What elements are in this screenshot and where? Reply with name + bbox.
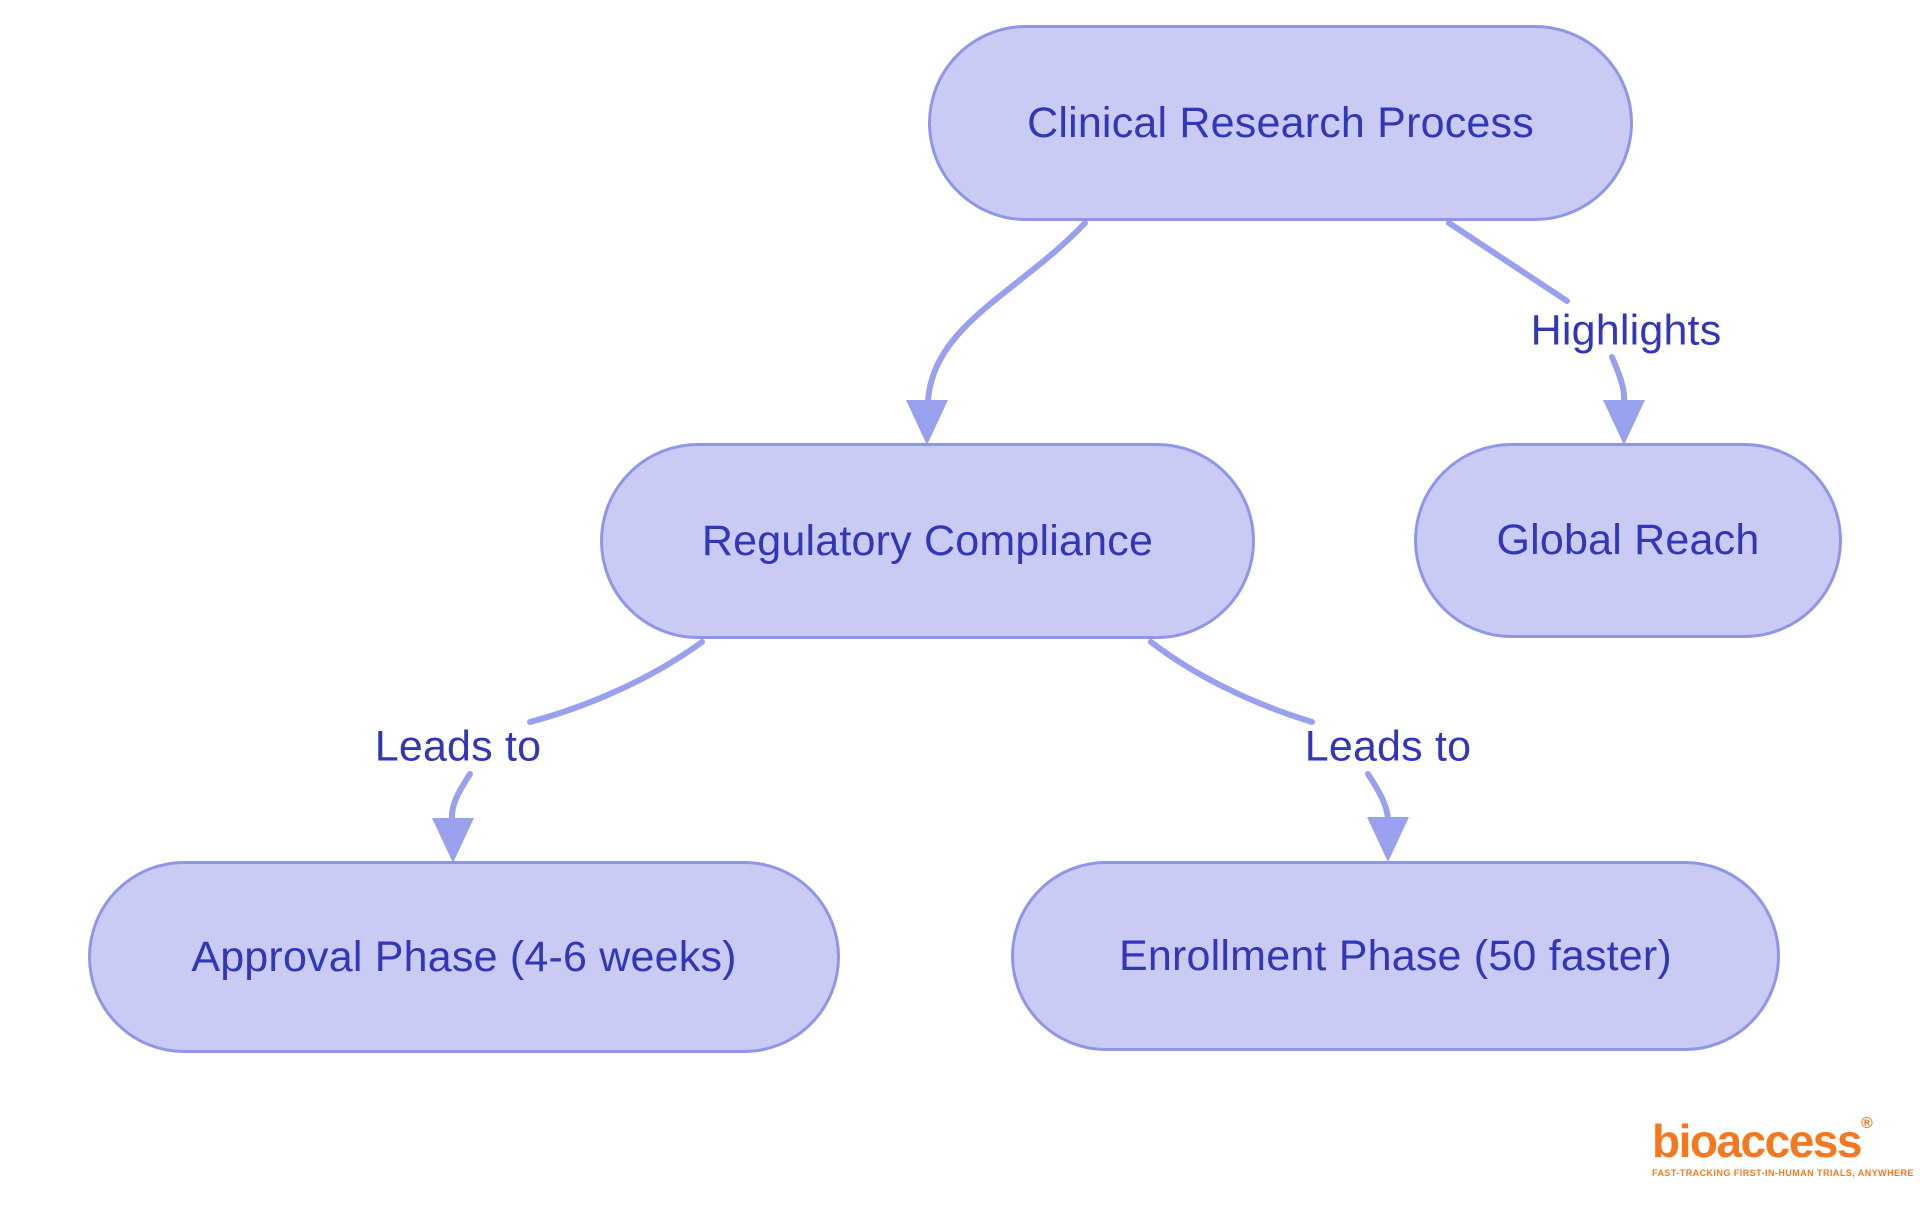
arrowhead-regulatory-icon — [906, 400, 948, 445]
edge-highlights-to-global — [1609, 354, 1628, 405]
edge-clinical-to-highlights — [1446, 220, 1570, 304]
registered-trademark-icon: ® — [1860, 1115, 1873, 1132]
edge-clinical-to-regulatory — [925, 220, 1088, 405]
edge-label-highlights: Highlights — [1530, 306, 1722, 355]
node-approval-label: Approval Phase (4-6 weeks) — [191, 932, 737, 981]
node-enrollment-label: Enrollment Phase (50 faster) — [1119, 931, 1672, 980]
edge-leads-right-to-enrollment — [1365, 771, 1391, 822]
node-regulatory-compliance: Regulatory Compliance — [600, 443, 1255, 639]
node-global-reach: Global Reach — [1414, 443, 1842, 638]
edge-regulatory-to-leads-right — [1148, 639, 1315, 725]
arrowhead-approval-icon — [432, 818, 474, 863]
bioaccess-logo: bioaccess® FAST-TRACKING FIRST-IN-HUMAN … — [1652, 1115, 1914, 1178]
node-approval-phase: Approval Phase (4-6 weeks) — [88, 861, 840, 1053]
edge-regulatory-to-leads-left — [527, 639, 705, 725]
node-regulatory-label: Regulatory Compliance — [701, 516, 1154, 565]
node-clinical-label: Clinical Research Process — [1027, 98, 1534, 147]
arrowhead-enrollment-icon — [1367, 817, 1409, 862]
logo-wordmark: bioaccess — [1652, 1115, 1862, 1167]
node-global-reach-label: Global Reach — [1496, 516, 1760, 564]
logo-tagline: FAST-TRACKING FIRST-IN-HUMAN TRIALS, ANY… — [1652, 1168, 1914, 1178]
edge-leads-left-to-approval — [448, 771, 473, 823]
edge-label-leads-to-left: Leads to — [374, 722, 542, 771]
node-clinical-research-process: Clinical Research Process — [928, 25, 1633, 221]
node-enrollment-phase: Enrollment Phase (50 faster) — [1011, 861, 1780, 1051]
arrowhead-global-icon — [1603, 400, 1645, 445]
edge-label-leads-to-right: Leads to — [1304, 722, 1472, 771]
